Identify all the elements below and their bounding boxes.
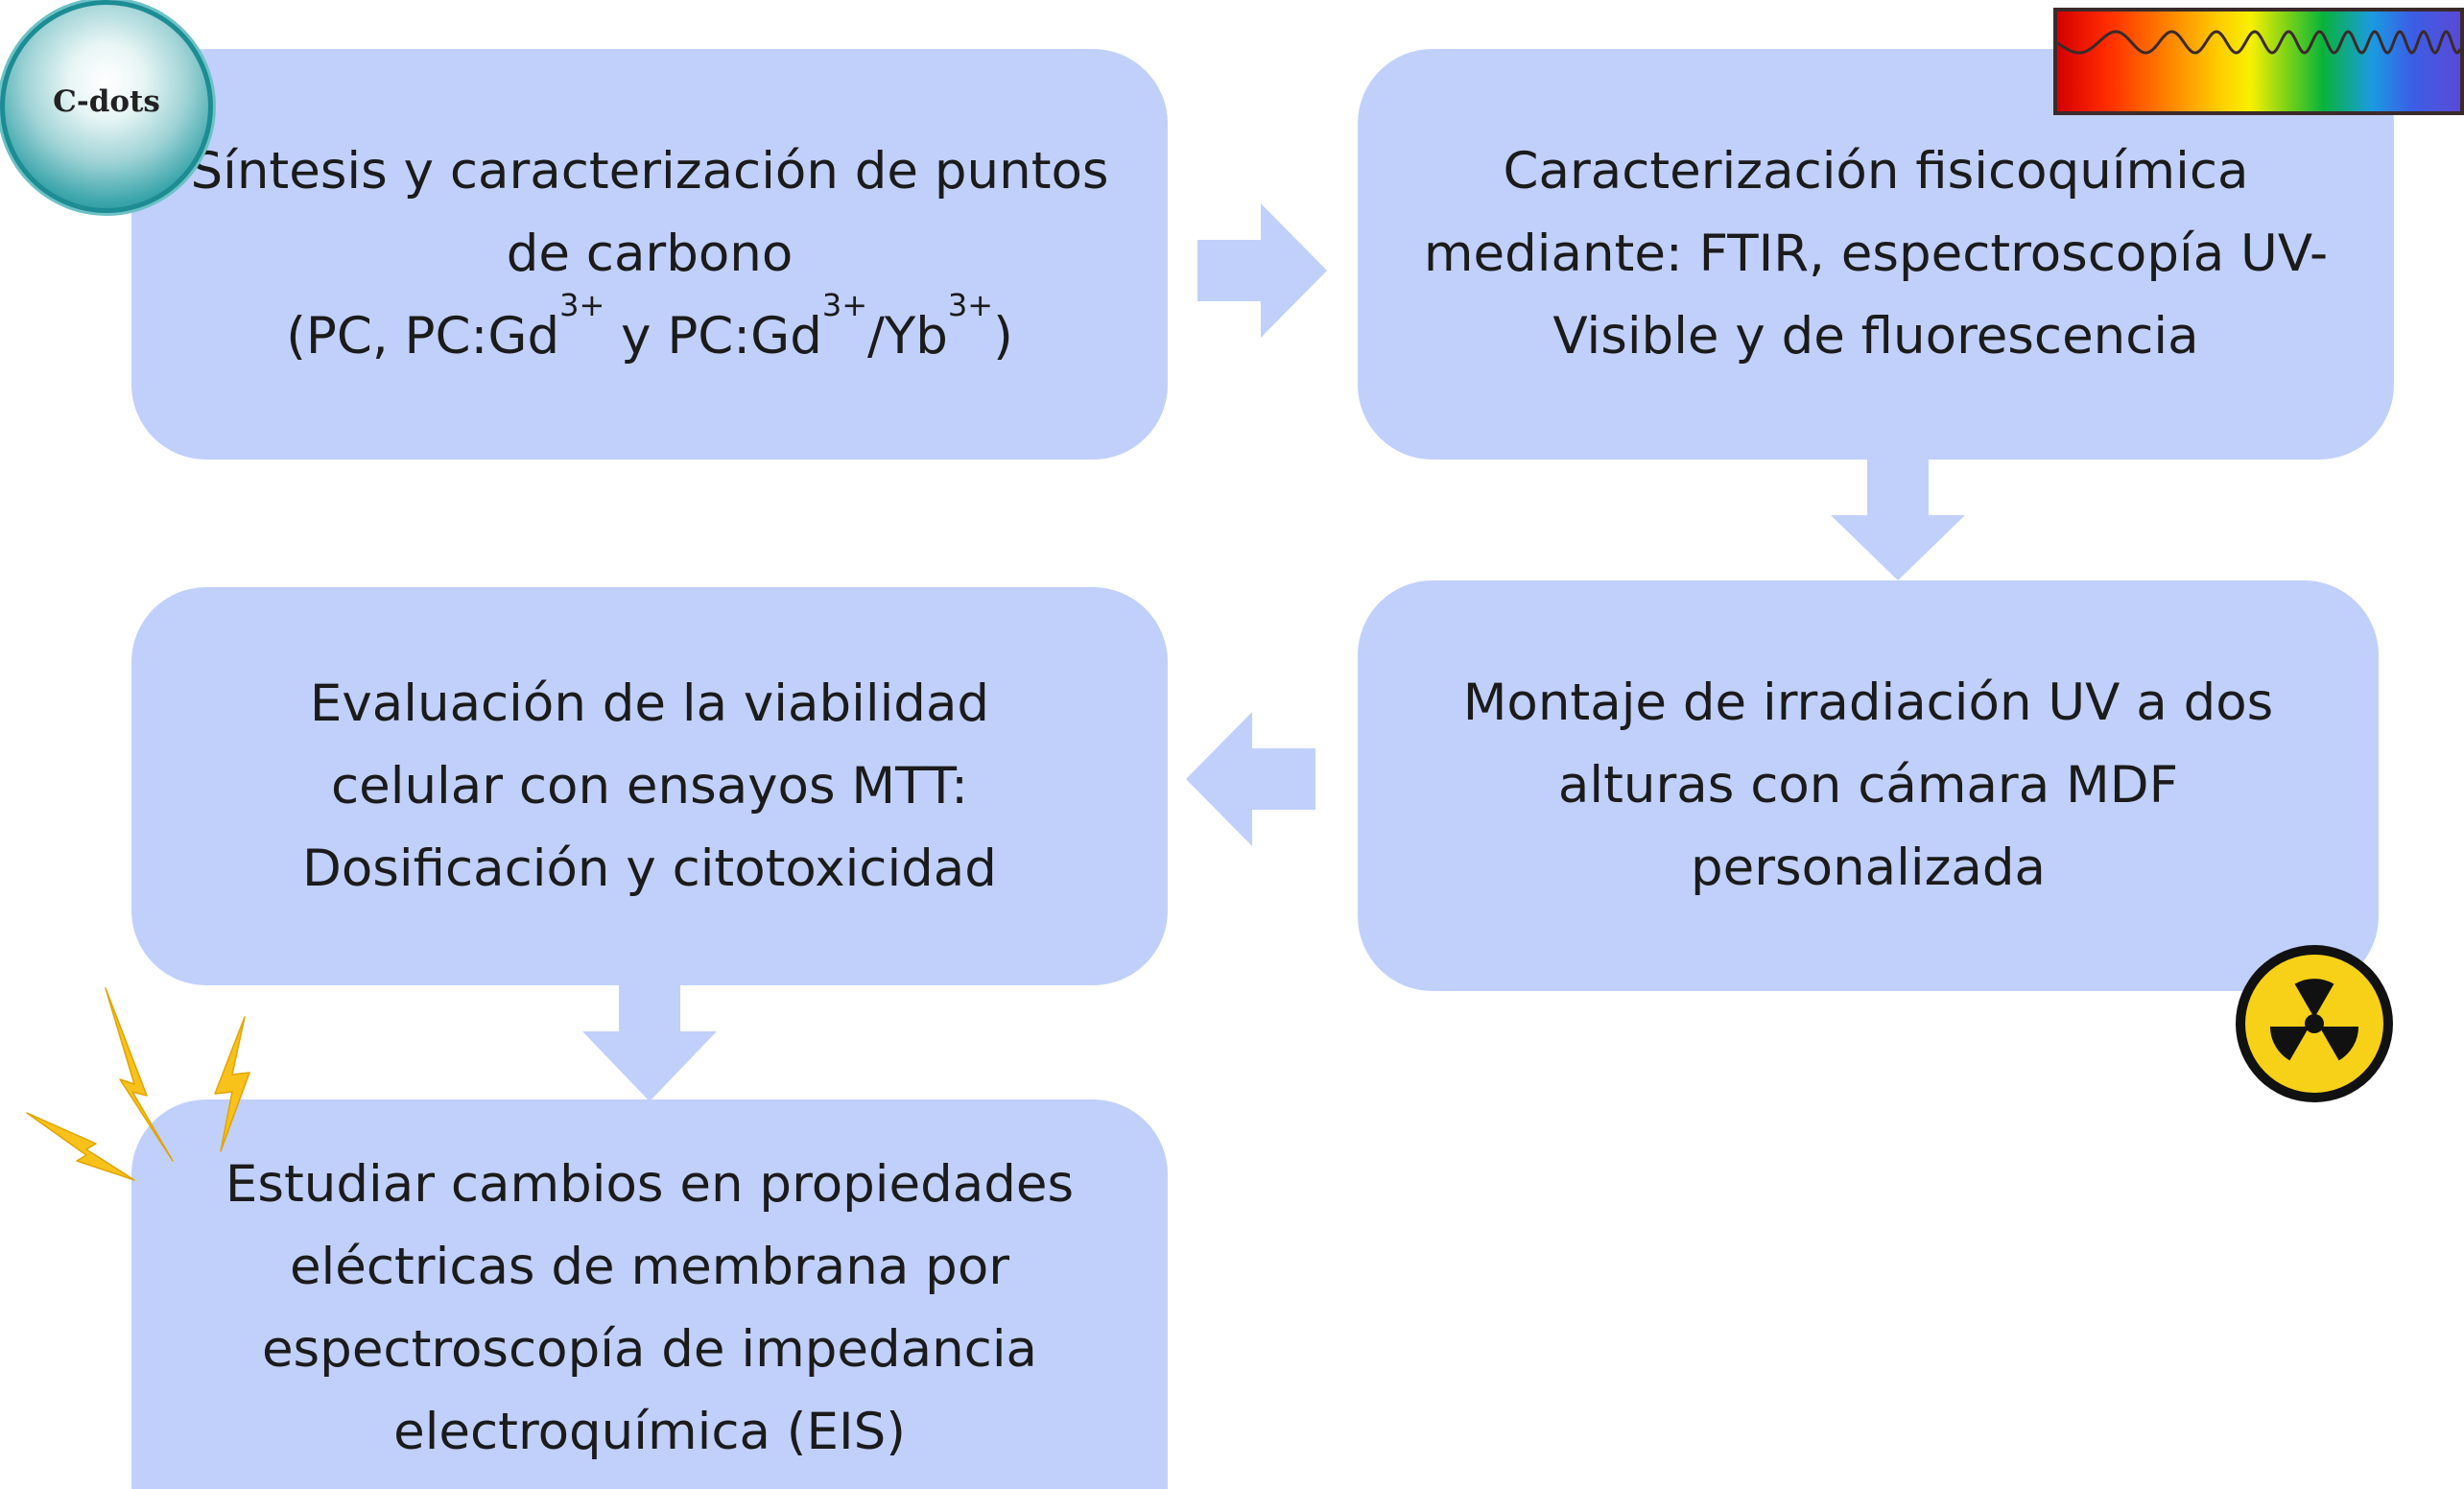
step-synthesis-line-2: de carbono: [506, 225, 794, 283]
step-eis-box: Estudiar cambios en propiedades eléctric…: [131, 1099, 1168, 1489]
cdots-label: C-dots: [53, 84, 160, 119]
step-physicochemical-box: Caracterización fisicoquímica mediante: …: [1358, 49, 2394, 460]
arrow-down-icon: [582, 985, 717, 1101]
step-eis-line-2: eléctricas de membrana por: [289, 1238, 1010, 1296]
radiation-hazard-icon: [2236, 945, 2393, 1102]
light-spectrum-wave-icon: [2053, 8, 2464, 115]
step-synthesis-box: Síntesis y caracterización de puntos de …: [131, 49, 1168, 460]
step-uv-setup-box: Montaje de irradiación UV a dos alturas …: [1358, 580, 2379, 991]
step-eis-line-1: Estudiar cambios en propiedades: [225, 1155, 1075, 1214]
arrow-right-icon: [1197, 203, 1327, 338]
formula-part-c: /Yb: [867, 307, 948, 366]
charge-superscript-1: 3+: [559, 287, 605, 323]
step-eis-line-3: espectroscopía de impedancia: [261, 1320, 1038, 1379]
wave-icon: [2057, 30, 2460, 55]
step-eis-line-4: electroquímica (EIS): [393, 1403, 906, 1461]
step-uv-setup-line-2: alturas con cámara MDF: [1557, 756, 2179, 815]
arrow-left-icon: [1186, 712, 1315, 846]
step-physicochemical-line-2: mediante: FTIR, espectroscopía UV-: [1423, 225, 2329, 283]
charge-superscript-2: 3+: [821, 287, 868, 323]
arrow-down-icon: [1831, 460, 1965, 580]
step-viability-box: Evaluación de la viabilidad celular con …: [131, 587, 1168, 985]
step-uv-setup-line-3: personalizada: [1690, 839, 2047, 897]
step-viability-line-1: Evaluación de la viabilidad: [309, 674, 990, 733]
formula-part-a: (PC, PC:Gd: [286, 307, 560, 366]
step-viability-line-2: celular con ensayos MTT:: [330, 756, 969, 815]
formula-part-b: y PC:Gd: [604, 307, 822, 366]
step-physicochemical-line-1: Caracterización fisicoquímica: [1503, 142, 2249, 201]
step-synthesis-line-1: Síntesis y caracterización de puntos: [190, 142, 1109, 201]
step-physicochemical-line-3: Visible y de fluorescencia: [1552, 307, 2199, 366]
step-viability-line-3: Dosificación y citotoxicidad: [302, 839, 997, 898]
step-uv-setup-line-1: Montaje de irradiación UV a dos: [1462, 674, 2274, 732]
carbon-dots-sphere-icon: C-dots: [0, 0, 213, 213]
step-synthesis-line-3: (PC, PC:Gd3+ y PC:Gd3+/Yb3+): [286, 290, 1013, 378]
lightning-bolt-icon: [26, 987, 250, 1181]
charge-superscript-3: 3+: [947, 287, 994, 323]
formula-part-d: ): [993, 307, 1013, 366]
